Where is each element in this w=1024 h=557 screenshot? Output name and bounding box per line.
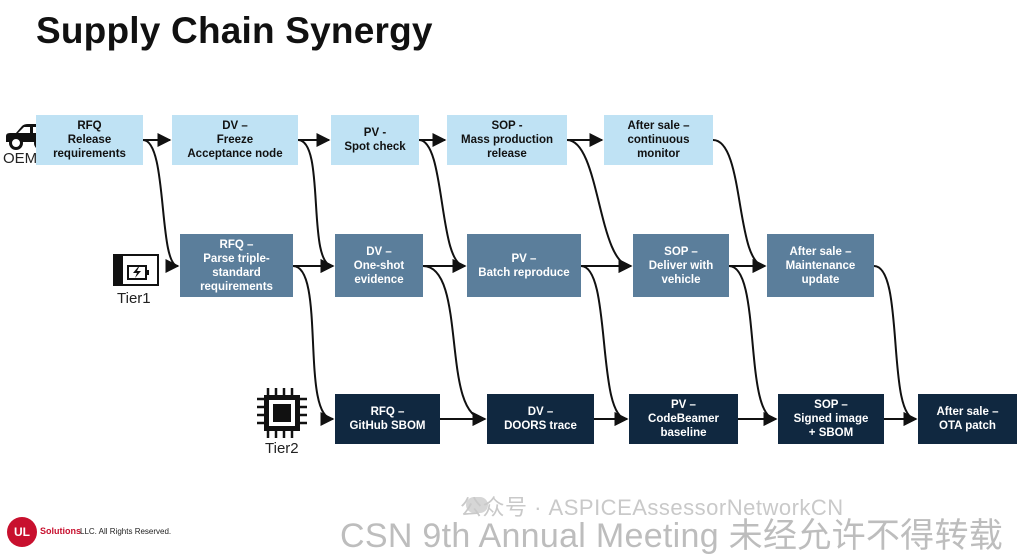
oem-step-rfq: RFQ Release requirements — [36, 115, 143, 165]
chip-icon — [254, 385, 310, 446]
oem-step-after-sale: After sale – continuous monitor — [604, 115, 713, 165]
oem-step-pv: PV - Spot check — [331, 115, 419, 165]
oem-step-sop: SOP - Mass production release — [447, 115, 567, 165]
watermark-line-1: 公众号 · ASPICEAssessorNetworkCN — [460, 495, 844, 520]
page-title: Supply Chain Synergy — [36, 10, 433, 51]
curve-t1-2-t2-2 — [422, 265, 487, 426]
curve-t1-1-t2-1 — [292, 265, 335, 426]
curve-t1-4-t2-4 — [728, 265, 778, 426]
tier2-step-sop: SOP – Signed image + SBOM — [778, 394, 884, 444]
oem-step-dv: DV – Freeze Acceptance node — [172, 115, 298, 165]
wechat-icon — [466, 497, 488, 513]
curve-oem4-t1-4 — [566, 139, 633, 273]
tier2-step-dv: DV – DOORS trace — [487, 394, 594, 444]
lane-label-tier1: Tier1 — [117, 290, 151, 307]
tier1-step-after-sale: After sale – Maintenance update — [767, 234, 874, 297]
lane-label-oem: OEM — [3, 150, 38, 167]
tier1-step-dv: DV – One-shot evidence — [335, 234, 423, 297]
curve-oem5-t1-5 — [712, 139, 767, 273]
curve-t1-3-t2-3 — [580, 265, 629, 426]
watermark-line-2: CSN 9th Annual Meeting 未经允许不得转载 — [340, 517, 1004, 555]
curve-oem2-t1-2 — [297, 139, 335, 273]
lane-label-tier2: Tier2 — [265, 440, 299, 457]
tier1-step-pv: PV – Batch reproduce — [467, 234, 581, 297]
tier1-step-sop: SOP – Deliver with vehicle — [633, 234, 729, 297]
battery-module-icon — [112, 253, 160, 292]
ul-logo: UL — [7, 517, 37, 547]
tier2-step-pv: PV – CodeBeamer baseline — [629, 394, 738, 444]
tier2-step-rfq: RFQ – GitHub SBOM — [335, 394, 440, 444]
tier1-step-rfq: RFQ – Parse triple- standard requirement… — [180, 234, 293, 297]
footer-copyright: LLC. All Rights Reserved. — [80, 527, 172, 536]
tier2-step-after-sale: After sale – OTA patch — [918, 394, 1017, 444]
curve-t1-5-t2-5 — [873, 265, 918, 426]
curve-oem3-t1-3 — [418, 139, 467, 273]
footer-brand: Solutions — [40, 526, 81, 536]
curve-oem1-t1-1 — [142, 139, 180, 273]
